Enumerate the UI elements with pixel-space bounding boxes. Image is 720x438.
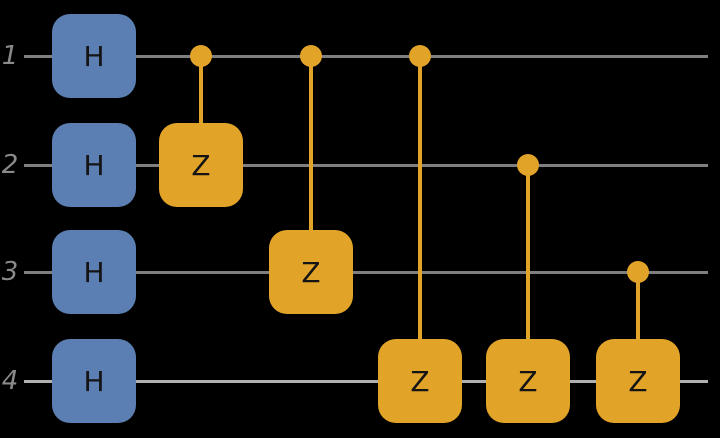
qubit-wire [24, 271, 708, 274]
z-gate: Z [486, 339, 570, 423]
h-gate: H [52, 230, 136, 314]
gate-letter: Z [191, 148, 211, 182]
h-gate: H [52, 339, 136, 423]
qubit-wire [24, 164, 708, 167]
z-gate: Z [269, 230, 353, 314]
cz-control-dot [190, 45, 212, 67]
cz-connector [636, 272, 640, 381]
cz-connector [418, 56, 422, 381]
gate-letter: H [83, 364, 105, 398]
cz-control-dot [517, 154, 539, 176]
qubit-label: 1 [1, 41, 19, 71]
gate-letter: Z [628, 364, 648, 398]
gate-letter: Z [518, 364, 538, 398]
h-gate: H [52, 123, 136, 207]
gate-letter: H [83, 39, 105, 73]
cz-connector [309, 56, 313, 272]
z-gate: Z [159, 123, 243, 207]
h-gate: H [52, 14, 136, 98]
cz-control-dot [409, 45, 431, 67]
gate-letter: H [83, 255, 105, 289]
gate-letter: Z [410, 364, 430, 398]
cz-connector [526, 165, 530, 381]
qubit-wire [24, 55, 708, 58]
z-gate: Z [378, 339, 462, 423]
gate-letter: Z [301, 255, 321, 289]
gate-letter: H [83, 148, 105, 182]
z-gate: Z [596, 339, 680, 423]
cz-control-dot [300, 45, 322, 67]
qubit-label: 2 [1, 150, 19, 180]
qubit-label: 3 [1, 257, 19, 287]
qubit-label: 4 [1, 366, 19, 396]
qubit-wire [24, 380, 708, 383]
cz-control-dot [627, 261, 649, 283]
cz-connector [199, 56, 203, 165]
